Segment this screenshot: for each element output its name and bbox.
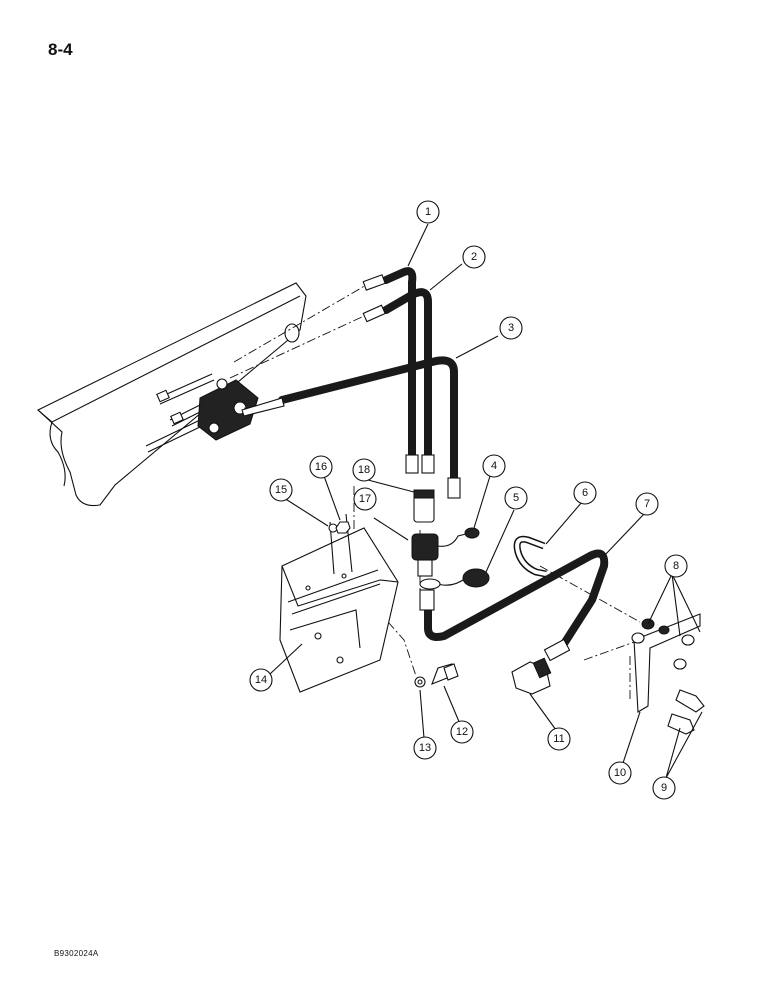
callout-18: 18	[352, 458, 376, 482]
svg-text:18: 18	[358, 464, 370, 476]
u-tube	[513, 535, 547, 578]
svg-text:13: 13	[419, 742, 431, 754]
svg-text:4: 4	[491, 460, 497, 472]
svg-text:8: 8	[673, 560, 679, 572]
callout-4: 4	[482, 454, 506, 478]
hose-3	[241, 356, 461, 499]
callout-17: 17	[353, 487, 377, 511]
svg-text:10: 10	[614, 767, 626, 779]
svg-text:5: 5	[513, 492, 519, 504]
bolt-washer-lower	[414, 663, 459, 688]
nut-washer	[328, 521, 351, 534]
coupler-assembly	[411, 489, 490, 590]
svg-text:16: 16	[315, 461, 327, 473]
svg-text:14: 14	[255, 674, 267, 686]
leader-lines	[269, 223, 703, 779]
loader-arm	[37, 282, 307, 507]
svg-text:15: 15	[275, 484, 287, 496]
svg-text:6: 6	[582, 487, 588, 499]
callout-14: 14	[249, 668, 273, 692]
callout-9: 9	[652, 776, 676, 800]
svg-text:11: 11	[553, 733, 564, 745]
callout-12: 12	[450, 720, 474, 744]
callout-16: 16	[309, 455, 333, 479]
callouts: 1 2 3 4 5 6 7 8 9 10 11 12 13 14 15 16 1…	[249, 200, 688, 800]
svg-text:3: 3	[508, 322, 514, 334]
figure-code: B9302024A	[54, 949, 99, 958]
svg-text:7: 7	[644, 498, 650, 510]
callout-10: 10	[608, 761, 632, 785]
svg-text:12: 12	[456, 726, 468, 738]
svg-text:2: 2	[471, 251, 477, 263]
svg-text:1: 1	[425, 206, 431, 218]
sensor-fitting	[511, 657, 552, 695]
callout-15: 15	[269, 478, 293, 502]
mounting-plate	[631, 613, 705, 735]
callout-13: 13	[413, 736, 437, 760]
page-number: 8-4	[48, 40, 73, 59]
callout-6: 6	[573, 481, 597, 505]
callout-3: 3	[499, 316, 523, 340]
callout-7: 7	[635, 492, 659, 516]
hose-1	[362, 267, 419, 474]
svg-text:9: 9	[661, 782, 667, 794]
valve-block	[197, 378, 259, 441]
callout-8: 8	[664, 554, 688, 578]
svg-text:17: 17	[359, 493, 371, 505]
callout-2: 2	[462, 245, 486, 269]
hose-7	[419, 549, 609, 662]
storage-bracket	[279, 513, 399, 693]
callout-5: 5	[504, 486, 528, 510]
hose-2	[362, 288, 435, 474]
callout-11: 11	[547, 727, 571, 751]
callout-1: 1	[416, 200, 440, 224]
